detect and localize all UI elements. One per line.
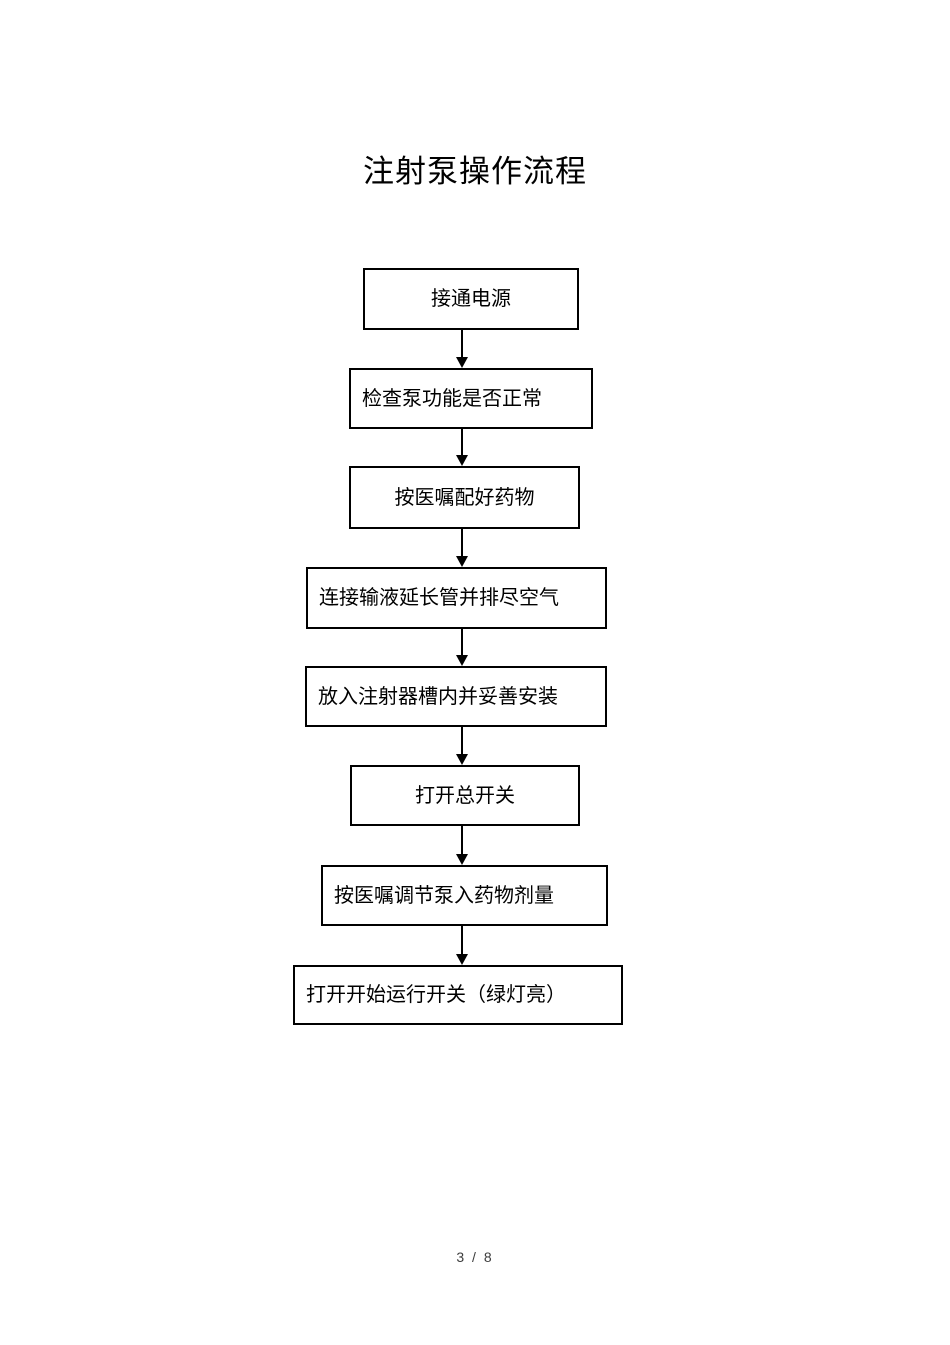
flow-step-main-switch: 打开总开关 (350, 765, 580, 826)
flow-step-connect-power: 接通电源 (363, 268, 579, 330)
flow-step-check-pump: 检查泵功能是否正常 (349, 368, 593, 429)
page-number-indicator: 3 / 8 (456, 1249, 494, 1265)
down-arrow-connector (456, 826, 468, 865)
flow-step-adjust-dose: 按医嘱调节泵入药物剂量 (321, 865, 608, 926)
down-arrow-connector (456, 926, 468, 965)
down-arrow-connector (456, 529, 468, 567)
down-arrow-connector (456, 330, 468, 368)
down-arrow-connector (456, 429, 468, 466)
flow-step-prepare-medicine: 按医嘱配好药物 (349, 466, 580, 529)
page-title: 注射泵操作流程 (363, 154, 587, 189)
down-arrow-connector (456, 727, 468, 765)
flow-step-connect-tube: 连接输液延长管并排尽空气 (306, 567, 607, 629)
flow-step-start-switch: 打开开始运行开关（绿灯亮） (293, 965, 623, 1025)
flow-step-install-syringe: 放入注射器槽内并妥善安装 (305, 666, 607, 727)
down-arrow-connector (456, 629, 468, 666)
